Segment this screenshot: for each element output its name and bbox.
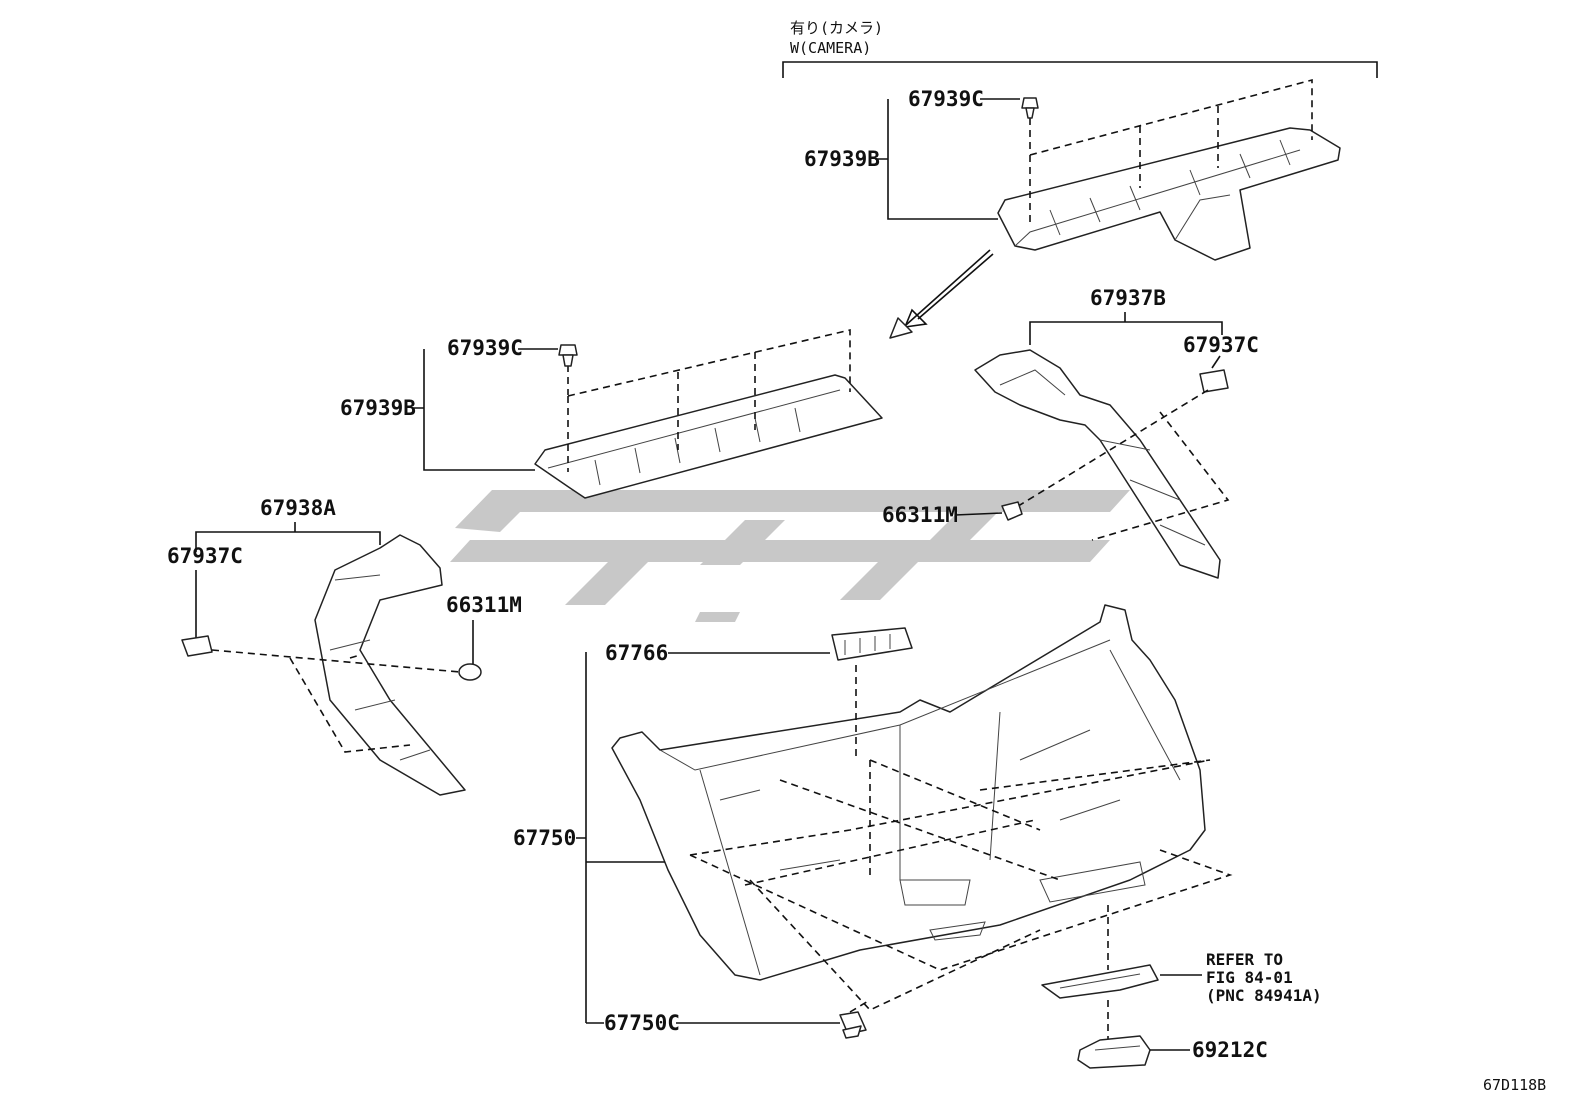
right-trim-dash — [1014, 389, 1230, 541]
label-camera-clip: 67939C — [908, 87, 984, 111]
camera-clip-icon — [1021, 97, 1039, 119]
left-grommet-icon — [458, 663, 482, 681]
label-left-grommet: 66311M — [446, 593, 522, 617]
figure-code: 67D118B — [1483, 1076, 1546, 1094]
label-left-trim: 67938A — [260, 496, 336, 520]
label-lamp-part: 69212C — [1192, 1038, 1268, 1062]
board-clip-icon — [839, 1011, 867, 1039]
upper-clip-icon — [558, 344, 578, 367]
upper-garnish-dash-top — [567, 328, 851, 397]
lead-right-clip — [1211, 355, 1221, 369]
variant-label-jp: 有り(カメラ) — [790, 19, 883, 37]
left-clip-icon — [181, 635, 213, 657]
door-board-dash — [689, 759, 1233, 1011]
label-board-clip: 67750C — [604, 1011, 680, 1035]
board-clip-dash — [849, 999, 871, 1013]
right-grommet-icon — [1001, 501, 1023, 521]
label-right-trim: 67937B — [1090, 286, 1166, 310]
label-right-clip: 67937C — [1183, 333, 1259, 357]
lead-door-board — [576, 652, 665, 1023]
refer-line-1: REFER TO — [1206, 950, 1283, 969]
variant-bracket — [782, 61, 1378, 78]
camera-garnish-dash-top — [1029, 78, 1313, 156]
watermark-logo — [450, 490, 1130, 622]
variant-label-en: W(CAMERA) — [790, 39, 871, 57]
label-right-grommet: 66311M — [882, 503, 958, 527]
grip-dash — [855, 665, 871, 880]
upper-garnish-part — [534, 374, 883, 499]
lamp-part-icon — [1077, 1035, 1151, 1069]
door-board-part — [611, 604, 1206, 981]
label-upper-garnish: 67939B — [340, 396, 416, 420]
grip-icon — [831, 627, 913, 661]
camera-garnish-dash-pins — [1029, 106, 1219, 225]
lead-right-grommet — [954, 512, 1003, 516]
left-trim-part — [314, 534, 466, 796]
camera-garnish-part — [997, 127, 1341, 261]
lead-camera-garnish — [875, 99, 998, 220]
lead-upper-garnish — [412, 349, 535, 471]
refer-line-3: (PNC 84941A) — [1206, 986, 1322, 1005]
lead-left-trim — [195, 522, 381, 552]
right-clip-icon — [1199, 369, 1229, 393]
label-door-board: 67750 — [513, 826, 576, 850]
direction-arrow — [889, 249, 994, 339]
label-upper-clip: 67939C — [447, 336, 523, 360]
lamp-housing-icon — [1041, 964, 1159, 999]
refer-line-2: FIG 84-01 — [1206, 968, 1293, 987]
lead-right-trim — [1029, 312, 1223, 345]
label-left-clip: 67937C — [167, 544, 243, 568]
label-grip: 67766 — [605, 641, 668, 665]
label-camera-garnish: 67939B — [804, 147, 880, 171]
left-trim-dash — [211, 649, 461, 753]
upper-garnish-dash-pins — [567, 352, 756, 472]
